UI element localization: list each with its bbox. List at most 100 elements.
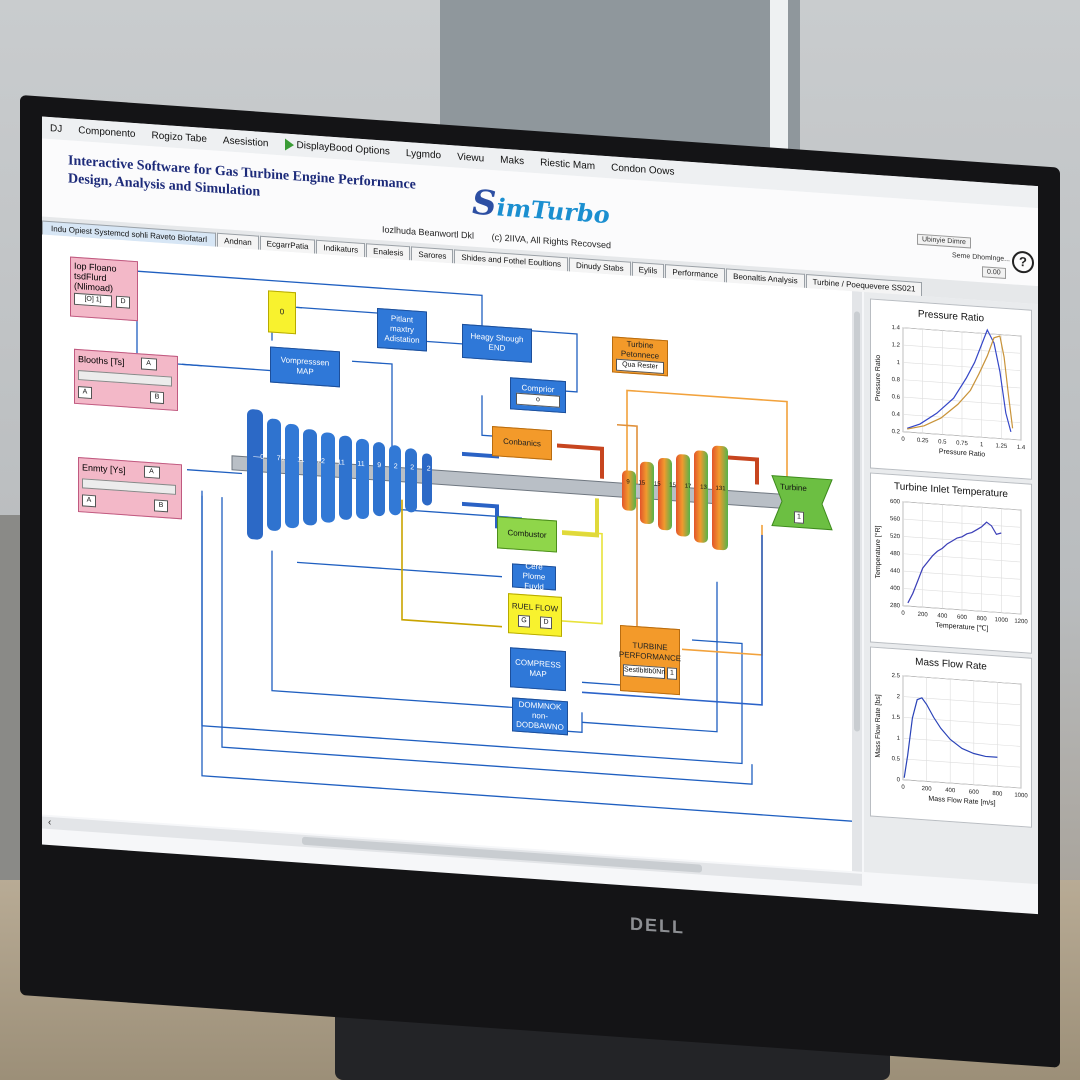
monitor: DELL DJ Componento Rogizo Tabe Asesistio… [20,95,1060,1068]
compressor-dropdown[interactable]: o [516,392,560,408]
x-tick-label: 1000 [1014,793,1028,800]
turbine-performance-dropdown[interactable]: Qua Rester [616,358,664,375]
turbine-performance-field[interactable]: Sestlbltlb0Nn [623,664,665,680]
stage-label: 2 [393,463,398,471]
series-line [906,328,1012,433]
yellow-splitter-block[interactable]: 0 [268,290,296,335]
dommon-block[interactable]: DOMMNOK non-DODBAWNO [512,697,568,736]
y-tick-label: 2.5 [892,673,901,680]
y-tick-label: 0.6 [892,394,901,401]
page-title: Interactive Software for Gas Turbine Eng… [68,152,416,212]
y-tick-label: 1.5 [892,715,901,722]
x-tick-label: 1.25 [995,443,1007,450]
enmty-left-button[interactable]: A [82,494,96,508]
turbine-performance-block[interactable]: TURBINE PERFORMANCE Sestlbltlb0Nn 1 [619,624,681,696]
menu-item-riestic-mam[interactable]: Riestic Mam [540,156,596,172]
y-tick-label: 1 [897,360,901,366]
grid-line-y [903,758,1021,768]
vompressor-map-block[interactable]: Vompresssen MAP [270,346,340,388]
x-tick-label: 800 [992,791,1003,798]
menu-item-componento[interactable]: Componento [78,124,136,140]
blooths-left-button[interactable]: A [78,386,92,400]
grid-line-y [903,605,1021,615]
scroll-left-icon[interactable]: ‹ [48,816,52,829]
turbine-outlet-shape [771,475,833,531]
compressor-selector-block[interactable]: Comprior o [510,377,566,414]
enmty-a-button[interactable]: A [143,465,160,479]
x-tick-label: 1.4 [1017,445,1026,452]
grid-line-y [903,518,1021,528]
y-tick-label: 560 [890,516,901,523]
menu-item-rogizo-tabe[interactable]: Rogizo Tabe [151,129,207,145]
y-tick-label: 2 [897,694,901,700]
flow-d-button[interactable]: D [116,295,130,309]
input-block-blooths[interactable]: Blooths [Ts] A A B [74,348,178,412]
orange-line [626,389,788,502]
block-label: 0 [279,307,285,317]
x-tick-label: 0.75 [956,440,968,447]
blooths-right-button[interactable]: B [150,391,164,405]
x-tick-label: 200 [922,786,933,793]
pittant-adistation-block[interactable]: Pitlant maxtry Adistation [377,307,427,352]
y-tick-label: 1 [897,736,901,742]
input-block-enmty[interactable]: Enmty [Ys] A A B [78,457,182,520]
enmty-slider[interactable] [82,478,176,495]
menu-item-display-options[interactable]: DisplayBood Options [284,138,390,158]
x-tick-label: 1200 [1014,619,1028,626]
y-tick-label: 0.2 [892,429,901,436]
x-tick-label: 1000 [995,617,1009,624]
blooths-slider[interactable] [78,370,172,387]
menu-item-lygmdo[interactable]: Lygmdo [405,147,442,161]
help-icon[interactable]: ? [1012,250,1034,274]
combustor-block[interactable]: Combustor [497,516,557,553]
input-block-flow[interactable]: Iop Floano tsdFlurd (Nlimoad) [O] 1] D [70,256,138,322]
compress-map-block[interactable]: COMPRESS MAP [510,647,566,692]
core-flow-block[interactable]: Cere Plome Fuyld [512,561,556,592]
blooths-label: Blooths [Ts] [78,354,125,368]
diagram-canvas[interactable]: —0 76 11 72 11 11 9 2 2 2 9 15 15 15 17 … [42,234,862,872]
engine-diagram [136,270,852,823]
heagy-shough-block[interactable]: Heagy Shough END [462,323,532,363]
turbine-performance-value[interactable]: 1 [667,667,677,680]
fuel-d-button[interactable]: D [540,615,552,629]
series-line [907,521,1002,604]
stage-label: 2 [410,464,415,472]
app-logo-initial: S [472,182,497,225]
flow-value-field[interactable]: [O] 1] [74,292,112,308]
x-axis-label: Pressure Ratio [939,448,985,458]
header-right-value[interactable]: 0.00 [982,266,1006,279]
header-right-field[interactable]: Ubinyie Dimre [917,233,971,249]
y-tick-label: 400 [890,586,901,593]
vertical-scrollbar[interactable] [852,291,862,872]
x-tick-label: 400 [945,788,956,795]
block-label: RUEL FLOW [511,600,559,614]
stage-label: 11 [297,456,305,464]
menu-item-asesistion[interactable]: Asesistion [222,134,269,149]
input-block-line: (Nlimoad) [74,280,114,294]
blooths-a-button[interactable]: A [140,357,157,371]
fuel-flow-block[interactable]: RUEL FLOW G D [508,593,562,637]
menu-item-condon-oows[interactable]: Condon Oows [611,161,675,178]
connection-lines [136,270,852,823]
turbine-value[interactable]: 1 [794,511,804,524]
menu-item-viewu[interactable]: Viewu [457,151,485,164]
menu-item-label: DisplayBood Options [296,139,390,158]
blue-return-line [582,534,763,706]
fuel-g-button[interactable]: G [518,614,530,628]
scrollbar-thumb[interactable] [854,311,860,732]
turbine-performance-selector[interactable]: Turbine Petonnece Qua Rester [612,336,668,377]
app-logo-text: imTurbo [496,192,610,230]
orange-line-3 [617,423,638,627]
stage-label: —0 [253,453,265,462]
enmty-right-button[interactable]: B [154,499,168,513]
combustor-top-block[interactable]: Conbanics [492,426,552,461]
y-tick-label: 1.2 [892,342,901,349]
menu-item-maks[interactable]: Maks [500,154,525,167]
menu-item-dj[interactable]: DJ [50,122,63,135]
grid-line-y [903,344,1021,354]
grid-line-y [903,779,1021,789]
